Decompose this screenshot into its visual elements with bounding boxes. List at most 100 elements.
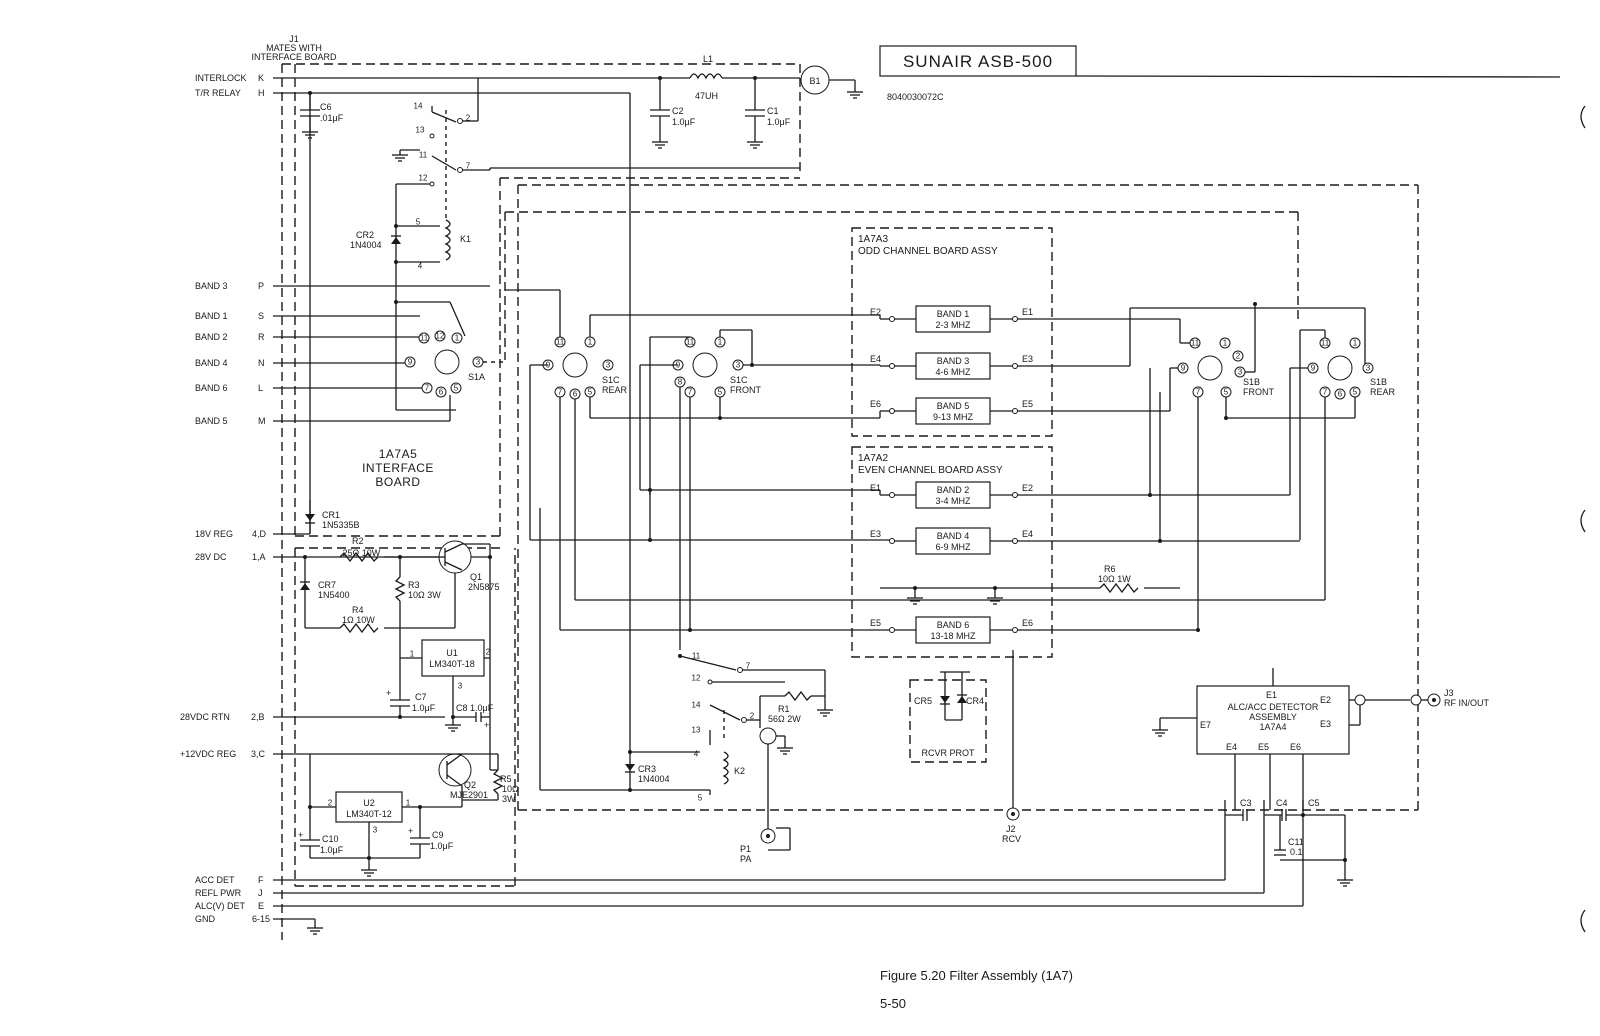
svg-text:9: 9 [1311,364,1316,373]
k1-pin-2: 2 [466,114,471,123]
svg-text:1: 1 [588,338,593,347]
cr3-value: 1N4004 [638,774,670,784]
u1-label: U1 [446,648,458,658]
connector-wires [273,77,1304,935]
filter-band2: BAND 2 3-4 MHZ E1 E2 [870,481,1033,509]
figure-caption: Figure 5.20 Filter Assembly (1A7) 5-50 [880,968,1073,1011]
pin-id-band4: N [258,358,265,368]
pin-id-gnd: 6-15 [252,914,270,924]
pin-name-gnd: GND [195,914,216,924]
s1c-front-switch: 11 1 9 3 8 7 5 S1C FRONT [589,314,880,650]
filter-band3: BAND 3 4-6 MHZ E4 E3 [870,352,1033,380]
r5-rating: 3W [502,794,516,804]
k1-pin-14: 14 [414,102,423,111]
svg-text:7: 7 [688,388,693,397]
c6-label: C6 [320,102,332,112]
svg-text:6: 6 [439,388,444,397]
c7-value: 1.0μF [412,703,436,713]
j2-sub: RCV [1002,834,1021,844]
svg-text:9-13 MHZ: 9-13 MHZ [933,412,974,422]
svg-text:9: 9 [546,361,551,370]
r3-label: R3 [408,580,420,590]
svg-text:6: 6 [1338,390,1343,399]
pin-name-refl-pwr: REFL PWR [195,888,242,898]
c6-value: .01μF [320,113,344,123]
pin-name-band1: BAND 1 [195,311,228,321]
svg-text:3: 3 [373,826,378,835]
b1-label: B1 [809,76,820,86]
p1-sub: PA [740,854,751,864]
svg-text:BAND 3: BAND 3 [937,356,970,366]
svg-text:11: 11 [420,334,429,343]
r6-label: R6 [1104,564,1116,574]
c10-value: 1.0μF [320,845,344,855]
j1-label: J1 [289,34,299,44]
svg-text:4-6 MHZ: 4-6 MHZ [935,367,971,377]
svg-text:BAND 6: BAND 6 [937,620,970,630]
svg-text:E4: E4 [870,354,881,364]
r4-value: 1Ω 10W [342,615,375,625]
svg-text:E5: E5 [870,618,881,628]
svg-text:7: 7 [1323,388,1328,397]
drawing-number: 8040030072C [887,92,944,102]
svg-text:E5: E5 [1258,742,1269,752]
k1-pin-5: 5 [416,218,421,227]
even-board-name: EVEN CHANNEL BOARD ASSY [858,465,1003,476]
k2-pin-13: 13 [692,726,701,735]
q1-label: Q1 [470,572,482,582]
c10-label: C10 [322,834,339,844]
l1-label: L1 [703,54,713,64]
svg-text:11: 11 [1321,339,1330,348]
k2-pin-5: 5 [698,794,703,803]
svg-text:E1: E1 [870,483,881,493]
k1-pin-11: 11 [419,151,428,160]
pin-id-alcv-det: E [258,901,264,911]
svg-text:BAND 4: BAND 4 [937,531,970,541]
pin-name-interlock: INTERLOCK [195,73,247,83]
svg-text:1: 1 [410,650,415,659]
pin-id-28vdc-rtn: 2,B [251,712,265,722]
pin-name-band5: BAND 5 [195,416,228,426]
rcvr-prot-label: RCVR PROT [921,748,975,758]
even-board-wiring [530,488,1180,632]
s1b-rear-switch: 11 1 9 3 7 6 5 S1B REAR [1150,329,1396,601]
pin-id-18v-reg: 4,D [252,529,267,539]
r5-value: 10Ω [502,784,519,794]
s1a-label: S1A [468,372,485,382]
pin-name-band3: BAND 3 [195,281,228,291]
c2-label: C2 [672,106,684,116]
svg-text:13-18 MHZ: 13-18 MHZ [930,631,976,641]
pin-id-band1: S [258,311,264,321]
svg-text:E1: E1 [1022,307,1033,317]
pin-name-band6: BAND 6 [195,383,228,393]
cr3-label: CR3 [638,764,656,774]
s1b-front-label: S1B [1243,377,1260,387]
svg-text:2: 2 [1236,352,1241,361]
q1-value: 2N5875 [468,582,500,592]
svg-text:E4: E4 [1022,529,1033,539]
r3-value: 10Ω 3W [408,590,441,600]
pin-name-alcv-det: ALC(V) DET [195,901,246,911]
s1c-rear-sub: REAR [602,385,628,395]
s1c-rear-switch: 11 1 9 3 7 6 5 S1C REAR [505,289,628,630]
svg-text:9: 9 [676,361,681,370]
svg-text:1: 1 [455,334,460,343]
rcvr-prot: CR5 CR4 RCVR PROT [909,671,987,763]
interface-name: INTERFACE [362,461,434,475]
q2-value: MJE2901 [450,790,488,800]
svg-text:E7: E7 [1200,720,1211,730]
pin-id-interlock: K [258,73,264,83]
cr2-value: 1N4004 [350,240,382,250]
k2-pin-11: 11 [692,652,701,661]
k1-pin-4: 4 [418,262,423,271]
svg-text:+: + [484,720,489,730]
c11-value: 0.1 [1290,847,1303,857]
detector-line1: ALC/ACC DETECTOR [1228,702,1319,712]
l1-value: 47UH [695,91,718,101]
svg-text:3: 3 [458,682,463,691]
svg-text:9: 9 [408,358,413,367]
pin-id-refl-pwr: J [258,888,263,898]
left-pin-labels: INTERLOCK K T/R RELAY H BAND 3 P BAND 1 … [180,73,270,924]
